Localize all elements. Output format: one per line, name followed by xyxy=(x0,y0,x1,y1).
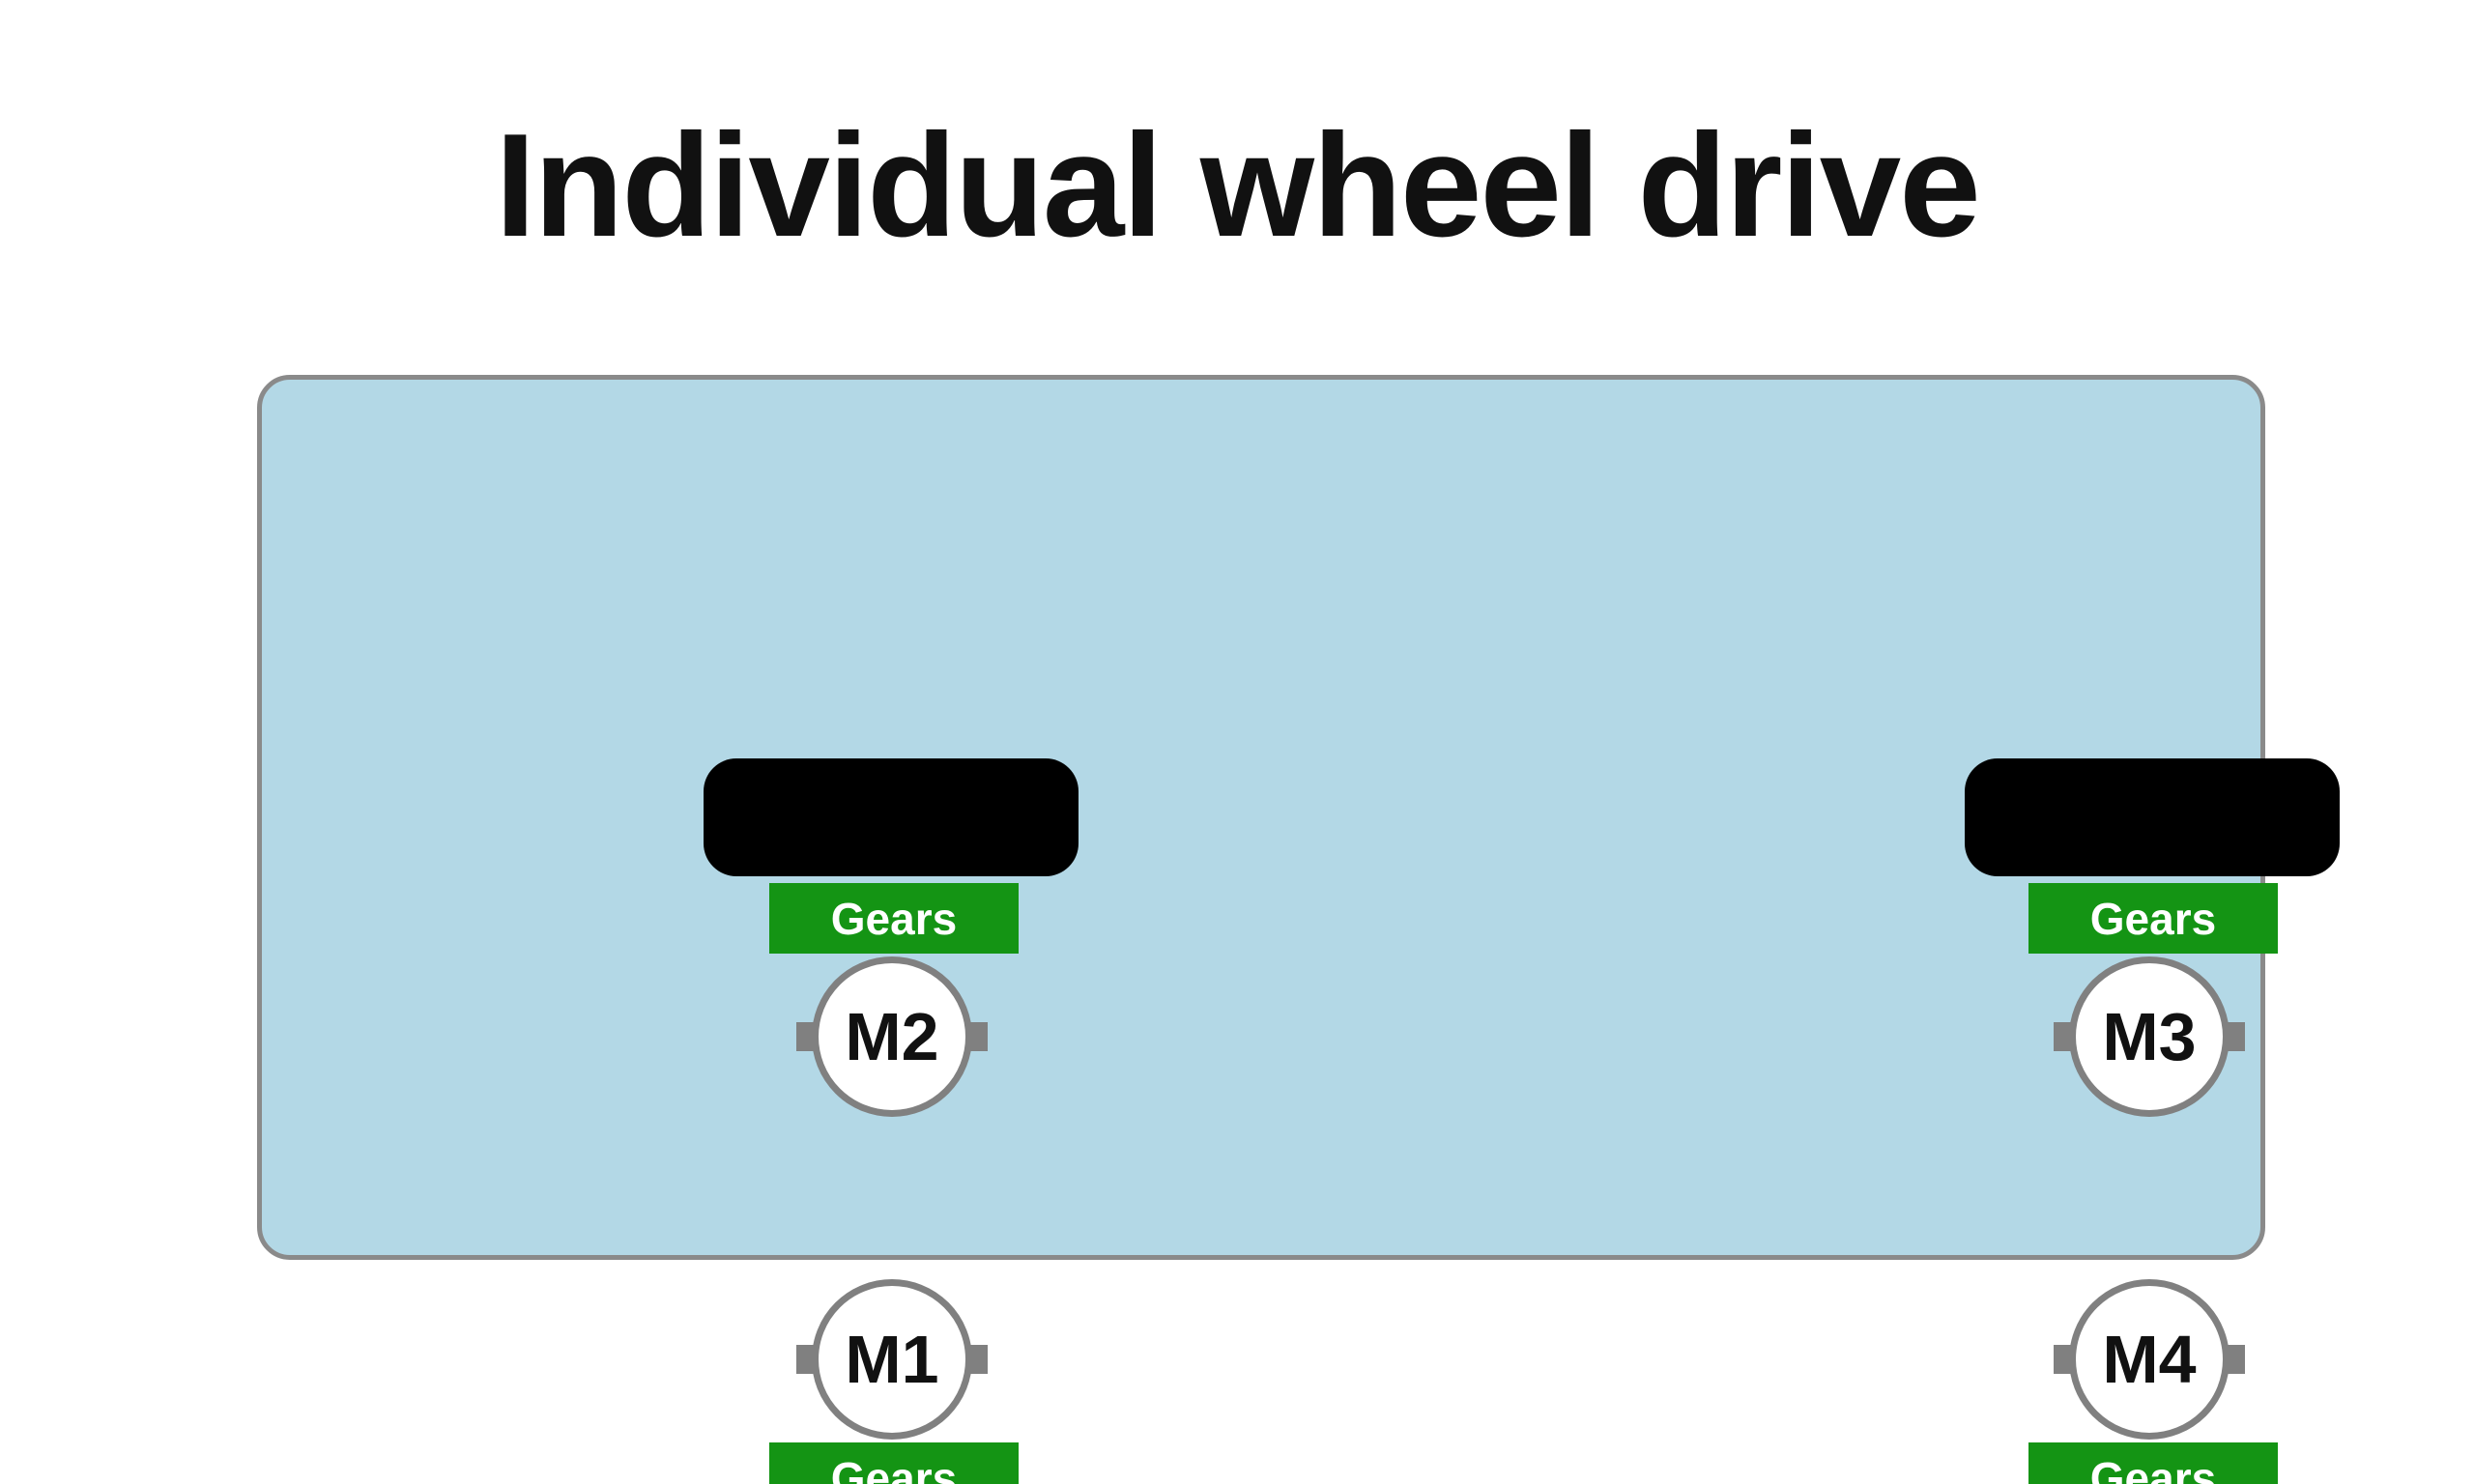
gearbox-front-left: Gears xyxy=(769,883,1019,954)
motor-label-m4: M4 xyxy=(2069,1279,2229,1440)
motor-m4: M4 xyxy=(2054,1279,2245,1440)
wheel-front-left xyxy=(704,758,1079,876)
gearbox-rear-left: Gears xyxy=(769,1442,1019,1484)
motor-m2: M2 xyxy=(796,956,988,1117)
motor-m3: M3 xyxy=(2054,956,2245,1117)
wheel-front-right xyxy=(1965,758,2340,876)
gearbox-rear-right: Gears xyxy=(2028,1442,2278,1484)
motor-m1: M1 xyxy=(796,1279,988,1440)
motor-label-m2: M2 xyxy=(812,956,972,1117)
diagram-title: Individual wheel drive xyxy=(495,103,1981,268)
motor-label-m3: M3 xyxy=(2069,956,2229,1117)
gearbox-front-right: Gears xyxy=(2028,883,2278,954)
vehicle-chassis: Gears Gears Gears Gears M2 M3 M1 M4 xyxy=(257,375,2340,1484)
motor-label-m1: M1 xyxy=(812,1279,972,1440)
